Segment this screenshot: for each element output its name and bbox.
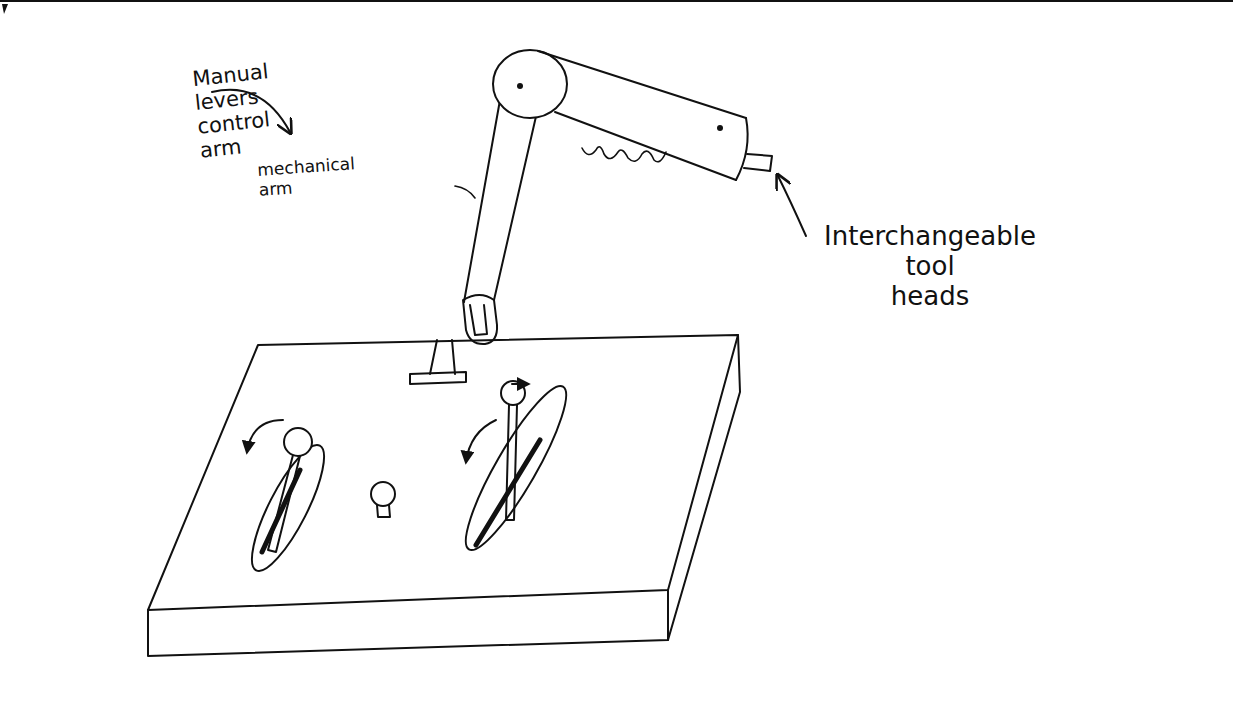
joint-pin — [517, 83, 523, 89]
arm-segment — [494, 112, 537, 300]
motion-arrow — [466, 420, 496, 462]
board-top — [148, 335, 738, 610]
annotation-label: Interchangeable tool heads — [800, 222, 1060, 312]
scan-mark — [2, 4, 8, 14]
board-front — [148, 590, 668, 656]
lever-knob — [284, 428, 312, 456]
motion-arrow — [247, 420, 283, 452]
board-side — [668, 335, 740, 640]
lever-slot — [452, 377, 581, 560]
joint-pin — [717, 125, 723, 131]
arm-post — [452, 340, 455, 374]
arm-mount — [410, 372, 466, 384]
leader-arrow — [778, 176, 806, 236]
arm-segment — [464, 100, 500, 302]
control-knob — [371, 482, 395, 506]
lever-slot — [239, 437, 336, 579]
tool-head-stub — [744, 154, 772, 171]
leader-line — [455, 186, 475, 198]
arm-end-cap — [736, 118, 748, 180]
arm-base-slot — [470, 305, 487, 335]
annotation-label: Manual levers control arm — [191, 57, 296, 163]
motion-arrow — [512, 383, 528, 385]
arm-joint — [493, 50, 567, 118]
arm-segment — [538, 51, 746, 118]
arm-post — [430, 340, 437, 374]
scribble-mark — [582, 147, 666, 162]
knob-base — [377, 505, 390, 517]
lever-stick — [506, 405, 517, 520]
annotation-label: mechanical arm — [257, 151, 399, 200]
scan-edge — [0, 0, 1233, 2]
lever-stick — [268, 455, 300, 552]
arm-segment — [555, 112, 736, 180]
arm-base-joint — [463, 295, 497, 344]
